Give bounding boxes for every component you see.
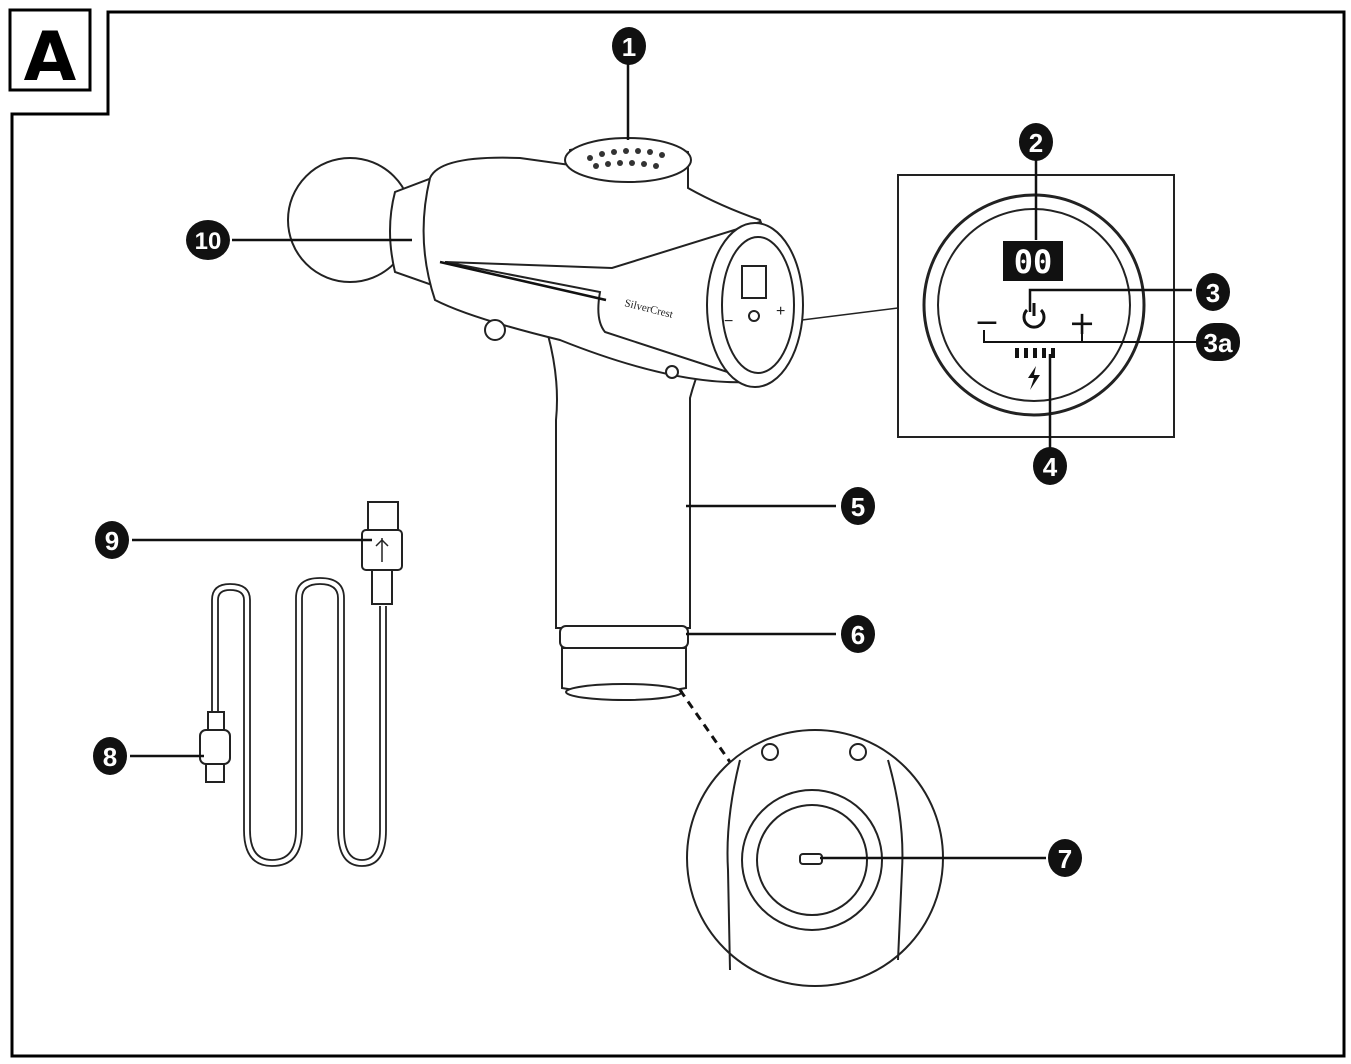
callout-3: 3: [1196, 273, 1230, 311]
callout-6: 6: [841, 615, 875, 653]
vent-holes: [587, 148, 665, 169]
usb-cable: [211, 577, 387, 867]
figure-frame: [10, 10, 1346, 1058]
head-collar: [389, 176, 433, 287]
massage-gun: [287, 137, 804, 701]
control-panel-inner-ring: [937, 208, 1131, 402]
callout-7: 7: [1048, 839, 1082, 877]
svg-text:−: −: [724, 313, 733, 330]
mini-display: [741, 265, 767, 299]
control-panel-outer-ring: [922, 193, 1146, 417]
callout-8: 8: [93, 737, 127, 775]
control-face-inner: [721, 236, 795, 374]
charging-bolt-icon: [1028, 366, 1040, 390]
inset-leader: [801, 307, 899, 321]
callout-9: 9: [95, 521, 129, 559]
svg-text:7: 7: [1058, 844, 1072, 874]
bottom-detail-housing: [726, 759, 904, 971]
battery-level-bars: [1015, 348, 1055, 358]
screw-right-icon: [849, 743, 867, 761]
bottom-detail-dash: [678, 689, 732, 763]
callout-5: 5: [841, 487, 875, 525]
svg-text:+: +: [776, 303, 785, 320]
leader-lines: [130, 64, 1192, 860]
callout-4: 4: [1033, 447, 1067, 485]
svg-text:6: 6: [851, 620, 865, 650]
side-button: [484, 319, 506, 341]
svg-text:1: 1: [622, 32, 636, 62]
svg-text:8: 8: [103, 742, 117, 772]
usb-c-plug: [199, 711, 231, 783]
svg-text:9: 9: [105, 526, 119, 556]
svg-text:3a: 3a: [1204, 328, 1233, 358]
side-button-2: [665, 365, 679, 379]
svg-text:5: 5: [851, 492, 865, 522]
figure-letter-box: [8, 8, 92, 92]
callout-10: 10: [186, 220, 230, 260]
button-bracket: [983, 330, 1200, 343]
svg-text:2: 2: [1029, 128, 1043, 158]
minus-button[interactable]: −: [974, 305, 999, 340]
power-icon[interactable]: [1022, 303, 1046, 329]
usb-c-port: [799, 853, 823, 865]
handle-bottom: [565, 683, 683, 701]
callout-3a: 3a: [1196, 323, 1240, 361]
usb-symbol-icon: [375, 538, 389, 562]
callout-2: 2: [1019, 123, 1053, 161]
screw-left-icon: [761, 743, 779, 761]
vent-top: [564, 137, 692, 183]
callout-1: 1: [612, 27, 646, 65]
speed-display-digits: 00: [1014, 243, 1053, 281]
mini-control-symbols: − +: [724, 303, 785, 330]
battery-ring: [559, 625, 689, 649]
figure-letter: A: [24, 18, 77, 97]
speed-display: [1003, 241, 1063, 281]
svg-text:10: 10: [195, 228, 222, 255]
svg-text:4: 4: [1043, 452, 1058, 482]
svg-text:3: 3: [1206, 278, 1220, 308]
